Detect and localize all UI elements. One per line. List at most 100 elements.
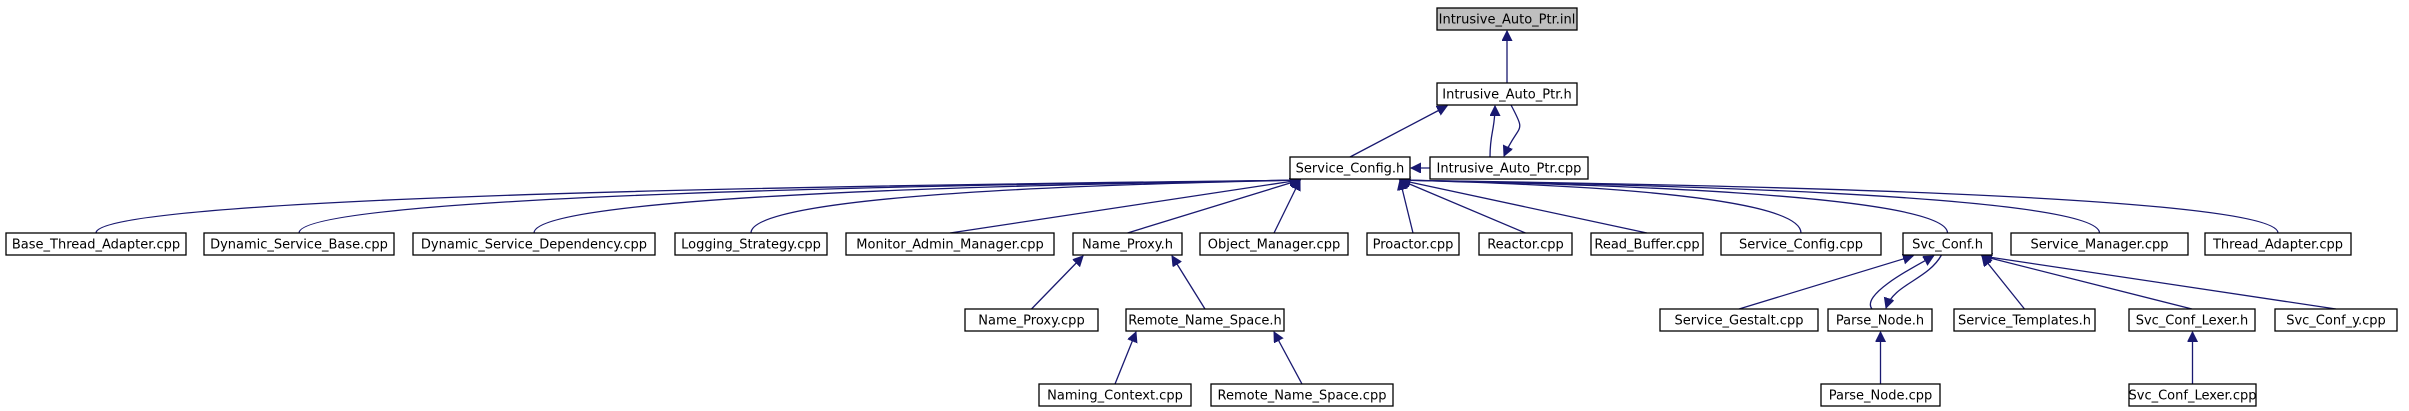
edge-svc_h-to-sc_h [1400,180,1949,234]
node-box[interactable] [1436,82,1578,106]
node-ta[interactable]: Thread_Adapter.cpp [2204,232,2352,256]
node-box[interactable] [2274,308,2398,332]
edge-rb-to-sc_h [1400,180,1648,234]
node-label: Monitor_Admin_Manager.cpp [856,238,1043,253]
node-label: Svc_Conf_Lexer.cpp [2129,389,2257,404]
node-bta[interactable]: Base_Thread_Adapter.cpp [5,232,187,256]
node-sc-cpp[interactable]: Service_Config.cpp [1720,232,1882,256]
node-scl-h[interactable]: Svc_Conf_Lexer.h [2128,308,2256,332]
node-box[interactable] [1820,383,1941,407]
edge-dsd-to-sc_h [533,180,1300,234]
node-mam[interactable]: Monitor_Admin_Manager.cpp [845,232,1055,256]
edge-st_h-to-svc_h [1982,256,2026,310]
node-box[interactable] [674,232,828,256]
edge-mam-to-sc_h [949,180,1300,234]
node-dsd[interactable]: Dynamic_Service_Dependency.cpp [412,232,656,256]
node-iap-inl[interactable]: Intrusive_Auto_Ptr.inl [1436,7,1578,31]
node-st-h[interactable]: Service_Templates.h [1953,308,2096,332]
edge-nc-to-rns_h [1114,332,1136,385]
node-sm[interactable]: Service_Manager.cpp [2010,232,2189,256]
edge-sc_cpp-to-sc_h [1400,180,1802,234]
node-om[interactable]: Object_Manager.cpp [1199,232,1349,256]
node-box[interactable] [1659,308,1819,332]
node-nc[interactable]: Naming_Context.cpp [1038,383,1192,407]
node-rb[interactable]: Read_Buffer.cpp [1590,232,1704,256]
node-label: Svc_Conf_y.cpp [2286,314,2386,329]
node-label: Svc_Conf_Lexer.h [2136,314,2249,329]
node-dsb[interactable]: Dynamic_Service_Base.cpp [203,232,395,256]
node-box[interactable] [1953,308,2096,332]
node-ls[interactable]: Logging_Strategy.cpp [674,232,828,256]
node-label: Service_Templates.h [1958,314,2091,329]
node-label: Name_Proxy.cpp [978,314,1084,329]
node-rns-h[interactable]: Remote_Name_Space.h [1125,308,1285,332]
node-box[interactable] [1366,232,1460,256]
edge-iap_h-to-iap_cpp [1504,104,1521,156]
node-box[interactable] [1827,308,1933,332]
node-box[interactable] [1072,232,1183,256]
edge-scl_h-to-svc_h [1982,256,2193,310]
node-scl-cpp[interactable]: Svc_Conf_Lexer.cpp [2128,383,2257,407]
edge-iap_cpp-to-iap_h [1489,106,1495,158]
node-label: Intrusive_Auto_Ptr.cpp [1437,162,1582,177]
node-box[interactable] [1429,156,1589,180]
node-label: Remote_Name_Space.cpp [1218,389,1387,404]
node-box[interactable] [2010,232,2189,256]
edge-rea-to-sc_h [1400,180,1526,234]
node-box[interactable] [5,232,187,256]
node-np-h[interactable]: Name_Proxy.h [1072,232,1183,256]
node-box[interactable] [2128,308,2256,332]
node-label: Parse_Node.h [1836,314,1924,329]
node-box[interactable] [1902,232,1993,256]
node-sg[interactable]: Service_Gestalt.cpp [1659,308,1819,332]
edge-sg-to-svc_h [1738,256,1913,310]
node-label: Reactor.cpp [1487,238,1564,253]
node-label: Service_Gestalt.cpp [1675,314,1804,329]
node-box[interactable] [1478,232,1573,256]
node-box[interactable] [2128,383,2257,407]
node-box[interactable] [1038,383,1192,407]
node-box[interactable] [845,232,1055,256]
node-box[interactable] [964,308,1099,332]
edge-om-to-sc_h [1273,180,1300,234]
node-label: Logging_Strategy.cpp [681,238,821,253]
node-pro[interactable]: Proactor.cpp [1366,232,1460,256]
node-iap-cpp[interactable]: Intrusive_Auto_Ptr.cpp [1429,156,1589,180]
node-label: Remote_Name_Space.h [1128,314,1282,329]
node-box[interactable] [1125,308,1285,332]
node-iap-h[interactable]: Intrusive_Auto_Ptr.h [1436,82,1578,106]
node-label: Base_Thread_Adapter.cpp [12,238,180,253]
edge-sc_h-to-iap_h [1349,105,1447,158]
edge-svc_h-to-pn_h [1886,254,1943,308]
node-svc-h[interactable]: Svc_Conf.h [1902,232,1993,256]
node-label: Svc_Conf.h [1912,238,1983,253]
node-label: Dynamic_Service_Base.cpp [210,238,388,253]
edge-bta-to-sc_h [95,180,1300,234]
node-box[interactable] [1590,232,1704,256]
node-np-cpp[interactable]: Name_Proxy.cpp [964,308,1099,332]
node-pn-cpp[interactable]: Parse_Node.cpp [1820,383,1941,407]
node-rea[interactable]: Reactor.cpp [1478,232,1573,256]
node-box[interactable] [1720,232,1882,256]
node-label: Intrusive_Auto_Ptr.inl [1439,13,1576,28]
edge-pn_h-to-svc_h [1869,255,1933,310]
node-scy[interactable]: Svc_Conf_y.cpp [2274,308,2398,332]
node-box[interactable] [203,232,395,256]
node-box[interactable] [1210,383,1394,407]
node-label: Intrusive_Auto_Ptr.h [1442,88,1571,103]
node-box[interactable] [1289,156,1411,180]
node-box[interactable] [412,232,656,256]
node-box[interactable] [1436,7,1578,31]
node-sc-h[interactable]: Service_Config.h [1289,156,1411,180]
node-label: Dynamic_Service_Dependency.cpp [421,238,647,253]
edges-layer [95,31,2337,385]
edge-ls-to-sc_h [750,180,1300,234]
node-label: Thread_Adapter.cpp [2212,238,2343,253]
node-pn-h[interactable]: Parse_Node.h [1827,308,1933,332]
node-label: Service_Config.cpp [1739,238,1863,253]
node-box[interactable] [2204,232,2352,256]
nodes-layer: Intrusive_Auto_Ptr.inlIntrusive_Auto_Ptr… [5,7,2398,407]
node-box[interactable] [1199,232,1349,256]
edge-ta-to-sc_h [1400,180,2279,234]
node-rns-cpp[interactable]: Remote_Name_Space.cpp [1210,383,1394,407]
